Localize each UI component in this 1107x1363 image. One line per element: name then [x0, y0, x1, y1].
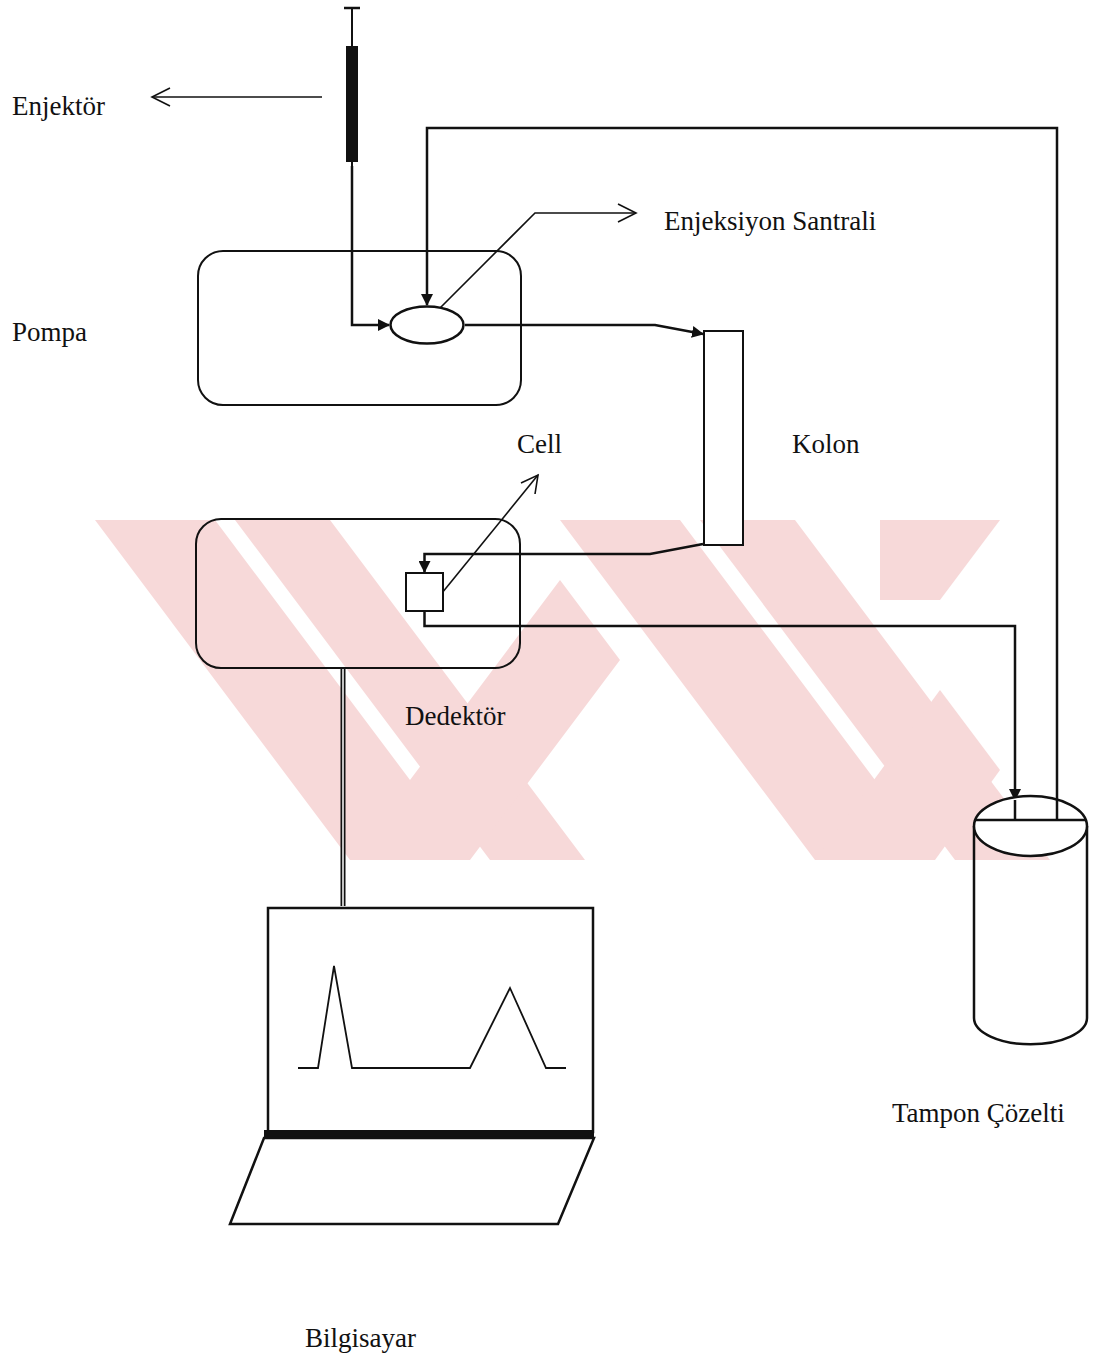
pump-box: PompaEnjeksiyon Santrali: [197, 250, 522, 406]
flow-line: [352, 166, 389, 325]
leader-line: [442, 475, 538, 593]
flow-line: [427, 128, 1057, 800]
shape-outline: [389, 305, 465, 345]
detector-cell: Cell: [405, 572, 444, 612]
node-label: Kolon: [792, 428, 860, 460]
flow-line: [425, 612, 1016, 800]
open-arrowhead: [521, 475, 538, 494]
syringe: Enjektör: [340, 6, 364, 166]
flow-line: [465, 325, 703, 334]
shape-outline: [228, 906, 596, 1232]
node-label: Tampon Çözelti: [892, 1097, 1065, 1129]
open-arrowhead: [152, 88, 170, 106]
open-arrowhead: [618, 204, 636, 222]
node-label: Enjeksiyon Santrali: [664, 205, 876, 237]
watermark-logo: [95, 520, 1050, 860]
shape-outline: [972, 790, 1089, 1048]
computer: Bilgisayar: [228, 906, 596, 1232]
buffer-bottle: Tampon Çözelti: [972, 790, 1089, 1048]
shape-outline: [340, 6, 364, 166]
detector-box: DedektörCell: [195, 518, 521, 669]
injection-valve: Enjeksiyon Santrali: [389, 305, 465, 345]
node-label: Enjektör: [12, 90, 105, 122]
node-label: Dedektör: [405, 700, 505, 732]
node-label: Bilgisayar: [305, 1322, 416, 1354]
node-label: Cell: [517, 428, 562, 460]
node-label: Pompa: [12, 316, 87, 348]
leader-line: [152, 96, 322, 98]
flow-line: [343, 669, 344, 906]
leader-line: [425, 213, 636, 323]
flow-line: [425, 544, 704, 572]
column-tube: Kolon: [703, 330, 744, 546]
